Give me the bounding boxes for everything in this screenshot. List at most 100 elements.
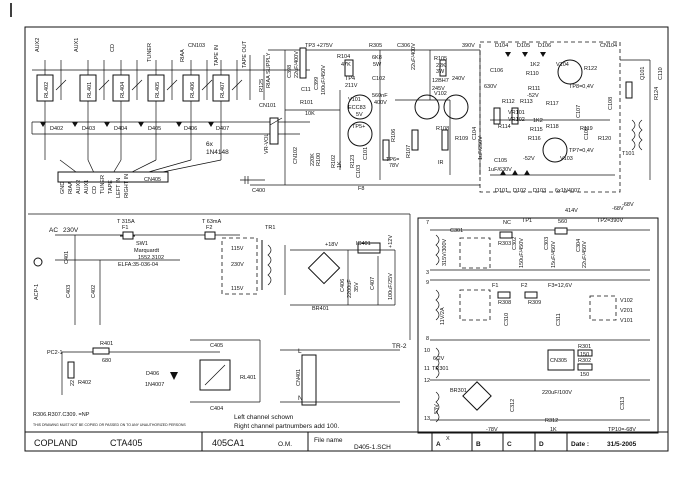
- d106-label: D106: [538, 43, 551, 49]
- tp7-label: TP7=0,4V: [569, 148, 594, 154]
- ac-voltage: 230V: [63, 227, 79, 234]
- v11-label: 11V/2A: [440, 307, 446, 325]
- cn401-connector: [301, 354, 317, 406]
- v68-top-label: -68V: [612, 206, 624, 212]
- diodes-bottom: 6x1N4007: [555, 188, 580, 194]
- v101-psu-label: V101: [620, 318, 633, 324]
- c109-label: C109: [584, 127, 590, 140]
- rev-c: C: [507, 441, 512, 448]
- c313-label: C313: [620, 397, 626, 410]
- psu-pin-3: 3: [426, 270, 429, 276]
- cn103-label: CN103: [188, 43, 205, 49]
- tr301-label: TR301: [432, 366, 449, 372]
- r101-value: 10K: [305, 111, 315, 117]
- date-label: Date :: [571, 441, 589, 448]
- c403-label: C403: [66, 285, 72, 298]
- r102-value: 1K: [337, 161, 343, 168]
- r312-label: R312: [545, 418, 558, 424]
- filename-value: D405-1.SCH: [354, 444, 391, 451]
- relay-aux2: AUX2 RL402 D402: [35, 38, 67, 160]
- relay-drive-section: PC2-1 R401 680 R402 22 D406 1N4007 C405 …: [33, 339, 407, 430]
- v240-label: 240V: [452, 76, 465, 82]
- fuse-f2: [204, 231, 216, 240]
- rev-d: D: [539, 441, 544, 448]
- np-note: R306.R307.C309. =NP: [33, 412, 90, 418]
- pin-tape: TAPE: [108, 180, 114, 194]
- v414-label: 414V: [565, 208, 578, 214]
- c104-label: C104: [472, 127, 478, 140]
- ic401-regulator: [357, 242, 381, 254]
- relay-tuner: TUNER RL405 D405: [138, 43, 178, 160]
- psu-pin-13: 13: [424, 416, 430, 422]
- tp8-label: TP8=0,4V: [569, 84, 594, 90]
- r115-label: R115: [530, 127, 543, 133]
- cn305-connector: [547, 349, 575, 371]
- r106-label: R106: [391, 129, 397, 142]
- power-amp-section: CN104 D104 D105 D106 1K2 R110 R111 R112 …: [479, 41, 664, 212]
- tr2-label: TR-2: [392, 343, 407, 350]
- relay-name-tape-in: TAPE IN: [214, 45, 220, 66]
- drawing-frame: [24, 26, 669, 452]
- f2-label: F2: [206, 225, 212, 231]
- hv-psu-section: 7 3 9 8 10 11 12 13 414V TP2=390V -68V N…: [417, 202, 659, 434]
- c108-label: C108: [608, 97, 614, 110]
- r110-label: R110: [526, 71, 539, 77]
- date-value: 31/5-2005: [607, 441, 637, 448]
- tp6-value: 78V: [389, 163, 399, 169]
- relay-ref-rl406: RL406: [190, 82, 196, 98]
- v390-label: 390V: [462, 43, 475, 49]
- pin-aux2: AUX2: [76, 180, 82, 194]
- cn401-label: CN401: [296, 369, 302, 386]
- relay-input-section: AUX2 RL402 D402 AUX1 RL401 D403 CD RL404…: [31, 38, 310, 183]
- cn405-label: CN405: [144, 177, 161, 183]
- bridge-br401: [307, 251, 341, 285]
- c406-voltage: 35V: [354, 282, 360, 292]
- c398-value: 22uF/400V: [294, 51, 300, 78]
- r105-value: 22K: [436, 63, 446, 69]
- diode-ref-d406: D406: [184, 126, 197, 132]
- c302-value: 150uF/450V: [519, 238, 525, 268]
- input-pin-labels: GND RIAA AUX2 AUX1 CD TUNER TAPE LEFT IN…: [60, 174, 130, 198]
- r105-label: R105: [434, 56, 447, 62]
- c303-value: 15uF/450V: [551, 241, 557, 268]
- rev-a: A: [436, 441, 441, 448]
- acp-connector: [33, 257, 43, 267]
- diode-d403: [72, 122, 78, 127]
- left-channel-note: Left channel schown: [234, 414, 294, 421]
- c110-label: C110: [658, 67, 664, 80]
- psu-pin-9: 9: [426, 280, 429, 286]
- psu-pin-7: 7: [426, 220, 429, 226]
- relay-ref-rl407: RL407: [220, 82, 226, 98]
- l-label: L: [298, 348, 302, 355]
- warning-note: THIS DRAWING MUST NOT BE COPIED OR PASSE…: [33, 423, 186, 427]
- pc2-label: PC2-1: [47, 350, 63, 356]
- r102-label: R102: [331, 155, 337, 168]
- relay-ref-rl404: RL404: [120, 82, 126, 98]
- c404-label: C404: [210, 406, 223, 412]
- r402-label: R402: [78, 380, 91, 386]
- acp-label: ACP-1: [34, 284, 40, 300]
- c405-label: C405: [210, 343, 223, 349]
- r119-label: R119: [580, 126, 593, 132]
- winding-230: 230V: [231, 262, 244, 268]
- tp3-label: TP3 +275V: [305, 43, 333, 49]
- v101-label: V101: [348, 97, 361, 103]
- om-label: O.M.: [278, 441, 292, 448]
- c312-label: C312: [510, 399, 516, 412]
- c399-value: 100uF/450V: [321, 65, 327, 95]
- sw1-label: SW1: [136, 241, 148, 247]
- v102-type: 12BH7: [432, 78, 449, 84]
- tape-out-label: TAPE OUT: [242, 40, 248, 68]
- vr101-label: VR101: [508, 110, 525, 116]
- right-channel-note: Right channel partnumbers add 100.: [234, 423, 339, 430]
- c398-label: C398: [287, 65, 293, 78]
- pin-aux1: AUX1: [84, 180, 90, 194]
- r560-label: 560: [558, 219, 567, 225]
- r105-watt: 3W: [436, 69, 445, 75]
- tube-v103: [542, 137, 568, 163]
- riaa-supply-label: RIAA SUPPLY: [266, 52, 272, 88]
- r118-label: R118: [546, 124, 559, 130]
- model-label: CTA405: [110, 438, 142, 448]
- c304-label: C304: [576, 239, 582, 252]
- brand-label: COPLAND: [34, 438, 78, 448]
